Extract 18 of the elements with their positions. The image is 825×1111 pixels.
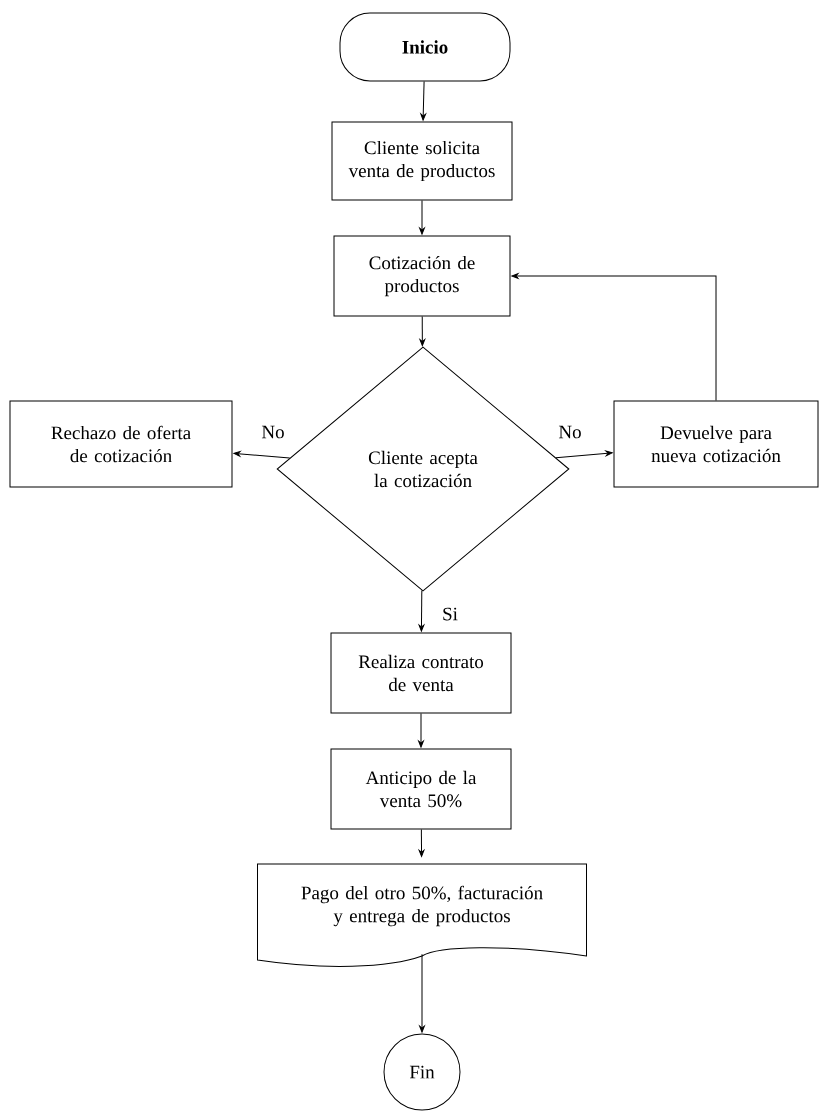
process-box: Cotización de productos — [333, 235, 511, 317]
process-box: Rechazo de oferta de cotización — [9, 400, 233, 488]
process-box: Realiza contrato de venta — [330, 632, 512, 714]
process-box: Anticipo de la venta 50% — [330, 748, 512, 830]
end-terminal: Fin — [383, 1033, 461, 1111]
arrow — [418, 829, 425, 857]
arrow — [420, 81, 427, 121]
start-terminal: Inicio — [339, 12, 511, 82]
process-box: Devuelve para nueva cotización — [613, 400, 819, 488]
arrow — [418, 713, 424, 748]
arrow — [419, 200, 425, 235]
process-box: Cliente solicita venta de productos — [331, 121, 513, 201]
arrow — [555, 450, 613, 459]
arrow — [418, 590, 425, 632]
arrow — [233, 451, 291, 459]
arrow — [511, 273, 717, 401]
arrow — [419, 316, 426, 347]
arrow — [419, 953, 425, 1033]
